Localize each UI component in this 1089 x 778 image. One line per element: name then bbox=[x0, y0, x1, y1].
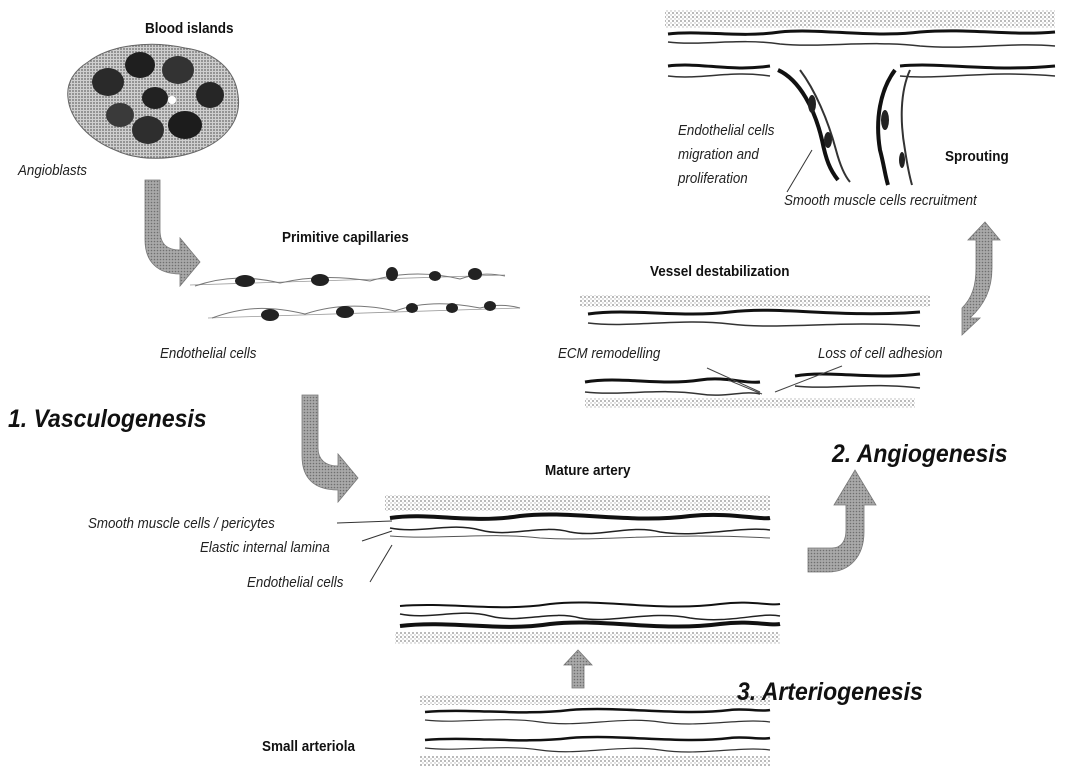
process-title-vasculogenesis: 1. Vasculogenesis bbox=[8, 405, 207, 434]
arrow-vasculogenesis-1 bbox=[145, 180, 200, 286]
annotation-angioblasts: Angioblasts bbox=[18, 163, 87, 179]
annotation-smc-recruitment: Smooth muscle cells recruitment bbox=[784, 193, 977, 209]
mature-artery bbox=[337, 495, 780, 644]
annotation-ecm-remodelling: ECM remodelling bbox=[558, 346, 660, 362]
annotation-smc-pericytes: Smooth muscle cells / pericytes bbox=[88, 516, 275, 532]
annotation-ec-migration-line1: Endothelial cells bbox=[678, 123, 774, 139]
stage-label-blood-islands: Blood islands bbox=[145, 20, 234, 37]
process-title-angiogenesis: 2. Angiogenesis bbox=[832, 440, 1008, 469]
arrow-angiogenesis-up bbox=[808, 470, 876, 572]
annotation-ec-migration-line3: proliferation bbox=[678, 171, 748, 187]
stage-label-vessel-destabilization: Vessel destabilization bbox=[650, 263, 790, 280]
annotation-endothelial-cells-capillaries: Endothelial cells bbox=[160, 346, 256, 362]
stage-label-sprouting: Sprouting bbox=[945, 148, 1009, 165]
arrow-vasculogenesis-2 bbox=[302, 395, 358, 502]
annotation-endothelial-cells-artery: Endothelial cells bbox=[247, 575, 343, 591]
stage-label-small-arteriola: Small arteriola bbox=[262, 738, 355, 755]
process-title-arteriogenesis: 3. Arteriogenesis bbox=[737, 678, 923, 707]
stage-label-mature-artery: Mature artery bbox=[545, 462, 631, 479]
annotation-elastic-internal-lamina: Elastic internal lamina bbox=[200, 540, 330, 556]
arrow-arteriogenesis-up bbox=[564, 650, 592, 688]
annotation-ec-migration-line2: migration and bbox=[678, 147, 759, 163]
primitive-capillaries-cells bbox=[190, 267, 520, 321]
annotation-loss-of-cell-adhesion: Loss of cell adhesion bbox=[818, 346, 943, 362]
arrow-angiogenesis-return bbox=[962, 222, 1000, 335]
small-arteriola bbox=[420, 695, 770, 766]
blood-islands-cluster bbox=[68, 44, 239, 158]
stage-label-primitive-capillaries: Primitive capillaries bbox=[282, 229, 409, 246]
annotation-lines bbox=[787, 150, 812, 192]
